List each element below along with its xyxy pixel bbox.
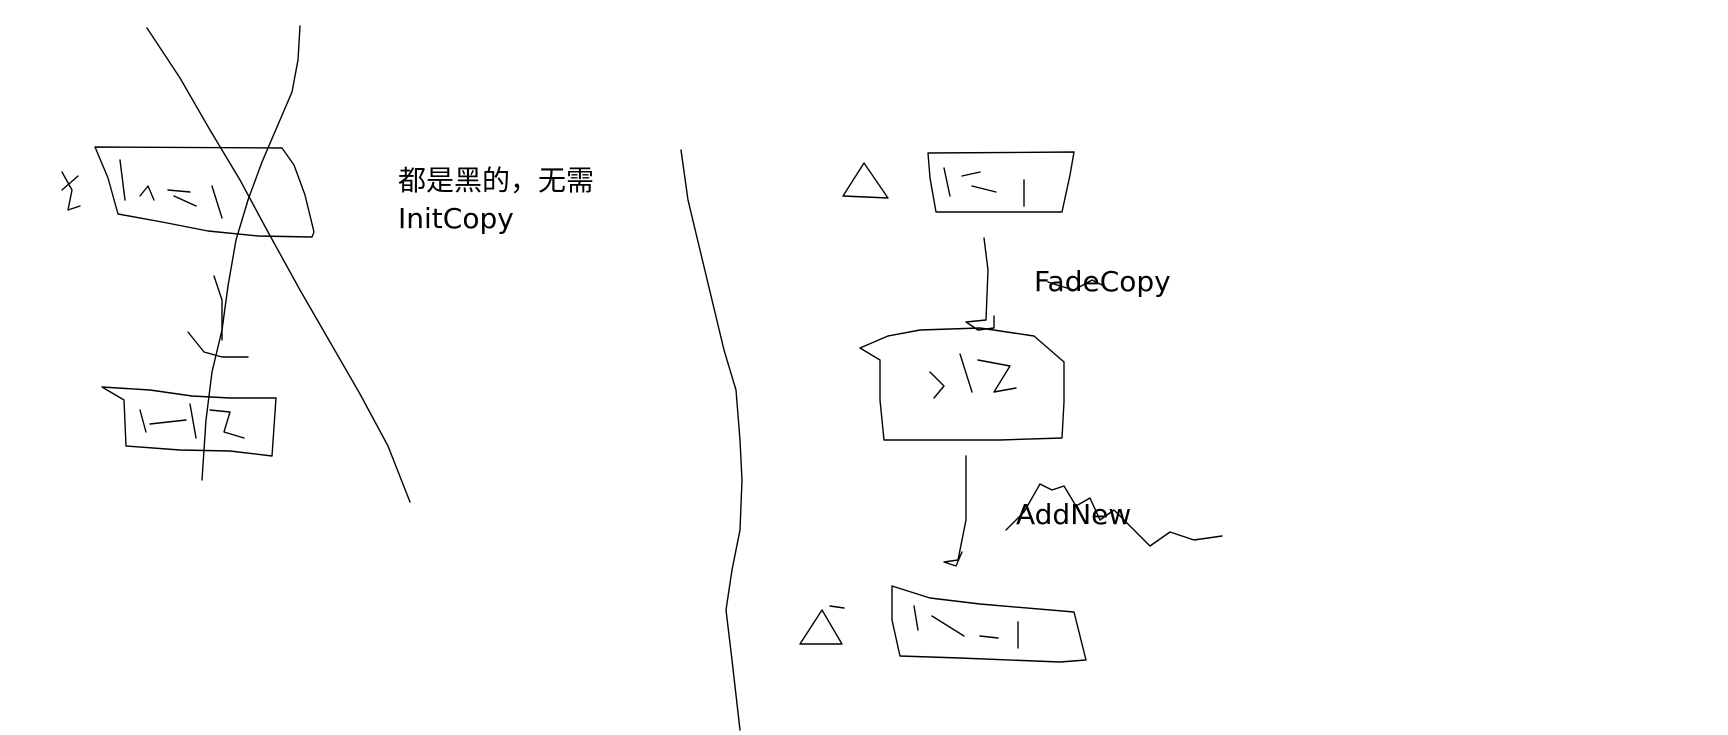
left-bottom-box xyxy=(101,386,277,457)
right-bottom-triangle xyxy=(799,609,843,645)
left-top-box-scribble xyxy=(119,159,223,219)
note-line-2: InitCopy xyxy=(398,201,514,235)
right-bottom-triangle-tick xyxy=(829,605,845,609)
addnew-overwrite-scribble xyxy=(1005,483,1223,547)
left-cross-out-line-2 xyxy=(201,25,301,481)
right-middle-box-scribble xyxy=(929,353,1017,399)
initcopy-note: 都是黑的，无需 InitCopy xyxy=(398,162,594,238)
right-arrow-1 xyxy=(965,237,995,331)
left-top-small-mark xyxy=(61,171,81,211)
note-line-1: 都是黑的，无需 xyxy=(398,164,595,197)
left-sketch-group xyxy=(61,25,411,503)
fadecopy-label: FadeCopy xyxy=(1034,265,1171,298)
vertical-divider xyxy=(680,149,743,731)
right-middle-box xyxy=(859,327,1065,441)
right-top-box xyxy=(927,151,1075,213)
right-arrow-2 xyxy=(943,455,967,567)
left-top-box xyxy=(94,146,315,238)
left-bottom-box-scribble xyxy=(139,403,245,439)
addnew-label: AddNew xyxy=(1016,498,1132,531)
fade-overwrite-scribble xyxy=(1047,279,1105,291)
left-cross-out-line-1 xyxy=(146,27,411,503)
right-bottom-box xyxy=(891,585,1087,663)
right-bottom-box-scribble xyxy=(913,605,1019,649)
right-top-triangle xyxy=(842,162,889,199)
right-sketch-group xyxy=(799,151,1223,663)
right-top-box-scribble xyxy=(943,167,1025,207)
